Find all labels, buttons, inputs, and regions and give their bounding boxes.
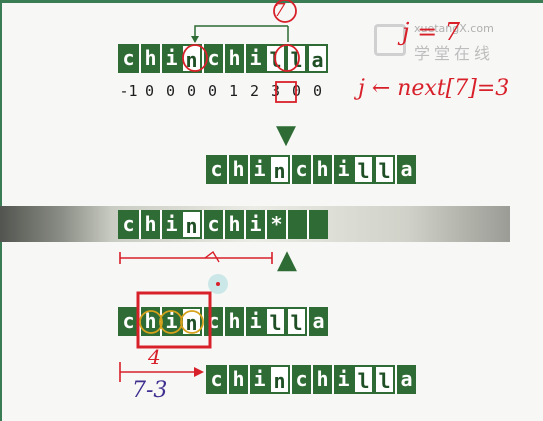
underline-matched-prefix xyxy=(119,252,273,264)
note-next-assign: j ← next[7]=3 xyxy=(358,76,510,101)
next-value: 0 xyxy=(312,82,323,100)
box-length-label: 4 xyxy=(148,345,161,369)
down-arrow-icon: ▼ xyxy=(276,120,296,150)
pattern-shifted-char: i xyxy=(248,155,269,184)
cursor-dot xyxy=(216,282,220,286)
pattern-shifted-char: l xyxy=(353,155,374,184)
pattern-top-char: i xyxy=(244,44,265,73)
circle-l-top xyxy=(274,44,300,72)
pattern-shifted-char: a xyxy=(395,155,416,184)
pattern-match-char: h xyxy=(223,307,244,336)
circle-n-top xyxy=(182,44,208,72)
prefix-suffix-box xyxy=(136,291,212,349)
pattern-row-bottom: c h i n c h i l l a xyxy=(206,365,416,394)
pattern-top-char: c xyxy=(202,44,223,73)
pattern-bottom-char: c xyxy=(290,365,311,394)
pattern-bottom-char: n xyxy=(269,365,290,394)
marker-7-circle xyxy=(273,0,297,23)
top-border xyxy=(0,0,543,3)
pattern-top-char: n xyxy=(181,44,202,73)
pattern-bottom-char: l xyxy=(353,365,374,394)
text-char xyxy=(286,210,307,239)
bracket-arrowhead-icon xyxy=(191,36,199,43)
pattern-top-char: h xyxy=(223,44,244,73)
pattern-match-char: n xyxy=(181,307,202,336)
pattern-shifted-char: l xyxy=(374,155,395,184)
text-char xyxy=(307,210,328,239)
text-char: i xyxy=(160,210,181,239)
xuetangx-logo: xuetangX.com 学堂在线 xyxy=(374,20,524,70)
pattern-match-char: i xyxy=(244,307,265,336)
next-value: 0 xyxy=(165,82,176,100)
pattern-shifted-char: n xyxy=(269,155,290,184)
text-char: c xyxy=(202,210,223,239)
pattern-match-char: a xyxy=(307,307,328,336)
pattern-bottom-char: h xyxy=(227,365,248,394)
next-value: 0 xyxy=(207,82,218,100)
yellow-circle-n xyxy=(180,310,204,334)
pattern-bottom-char: i xyxy=(332,365,353,394)
text-char: n xyxy=(181,210,202,239)
text-char: h xyxy=(139,210,160,239)
pattern-shifted-char: i xyxy=(332,155,353,184)
next-value: 0 xyxy=(144,82,155,100)
pattern-match-char: l xyxy=(286,307,307,336)
pattern-shifted-char: c xyxy=(290,155,311,184)
note-j-equals: j = 7 xyxy=(402,18,461,46)
text-char-mismatch: * xyxy=(265,210,286,239)
shift-arrowhead-icon xyxy=(194,367,204,377)
pattern-bottom-char: a xyxy=(395,365,416,394)
up-arrow-icon: ▲ xyxy=(277,245,297,275)
pattern-shifted-char: h xyxy=(311,155,332,184)
pattern-bottom-char: h xyxy=(311,365,332,394)
pattern-bottom-char: l xyxy=(374,365,395,394)
pattern-bottom-char: c xyxy=(206,365,227,394)
yellow-circle-h xyxy=(139,310,163,334)
shift-arrow-line xyxy=(119,362,200,382)
marker-7-label: 7 xyxy=(274,0,286,21)
text-char: i xyxy=(244,210,265,239)
next-value: 1 xyxy=(228,82,239,100)
pattern-shifted-char: h xyxy=(227,155,248,184)
pattern-top-char: c xyxy=(118,44,139,73)
check-mark-icon xyxy=(204,250,220,263)
logo-cn: 学堂在线 xyxy=(414,44,495,63)
pattern-row-match: c h i n c h i l l a xyxy=(118,307,328,336)
next-value: -1 xyxy=(119,82,138,100)
text-char: h xyxy=(223,210,244,239)
bracket-line xyxy=(194,25,289,42)
logo-url: xuetangX.com xyxy=(414,22,494,35)
pattern-match-char: c xyxy=(118,307,139,336)
yellow-circle-i xyxy=(159,310,183,334)
pattern-row-shifted: c h i n c h i l l a xyxy=(206,155,416,184)
pattern-top-char: i xyxy=(160,44,181,73)
next-value: 0 xyxy=(186,82,197,100)
box-next-3 xyxy=(275,81,297,103)
next-value: 2 xyxy=(249,82,260,100)
pattern-row-top: c h i n c h i l l a xyxy=(118,44,328,73)
pattern-match-char: l xyxy=(265,307,286,336)
pattern-top-char: a xyxy=(307,44,328,73)
pattern-match-char: i xyxy=(160,307,181,336)
text-char: c xyxy=(118,210,139,239)
text-row: c h i n c h i * xyxy=(118,210,328,239)
pattern-shifted-char: c xyxy=(206,155,227,184)
shift-amount-label: 7-3 xyxy=(132,378,168,403)
pattern-top-char: l xyxy=(286,44,307,73)
pattern-bottom-char: i xyxy=(248,365,269,394)
pattern-top-char: h xyxy=(139,44,160,73)
logo-icon xyxy=(374,24,406,56)
